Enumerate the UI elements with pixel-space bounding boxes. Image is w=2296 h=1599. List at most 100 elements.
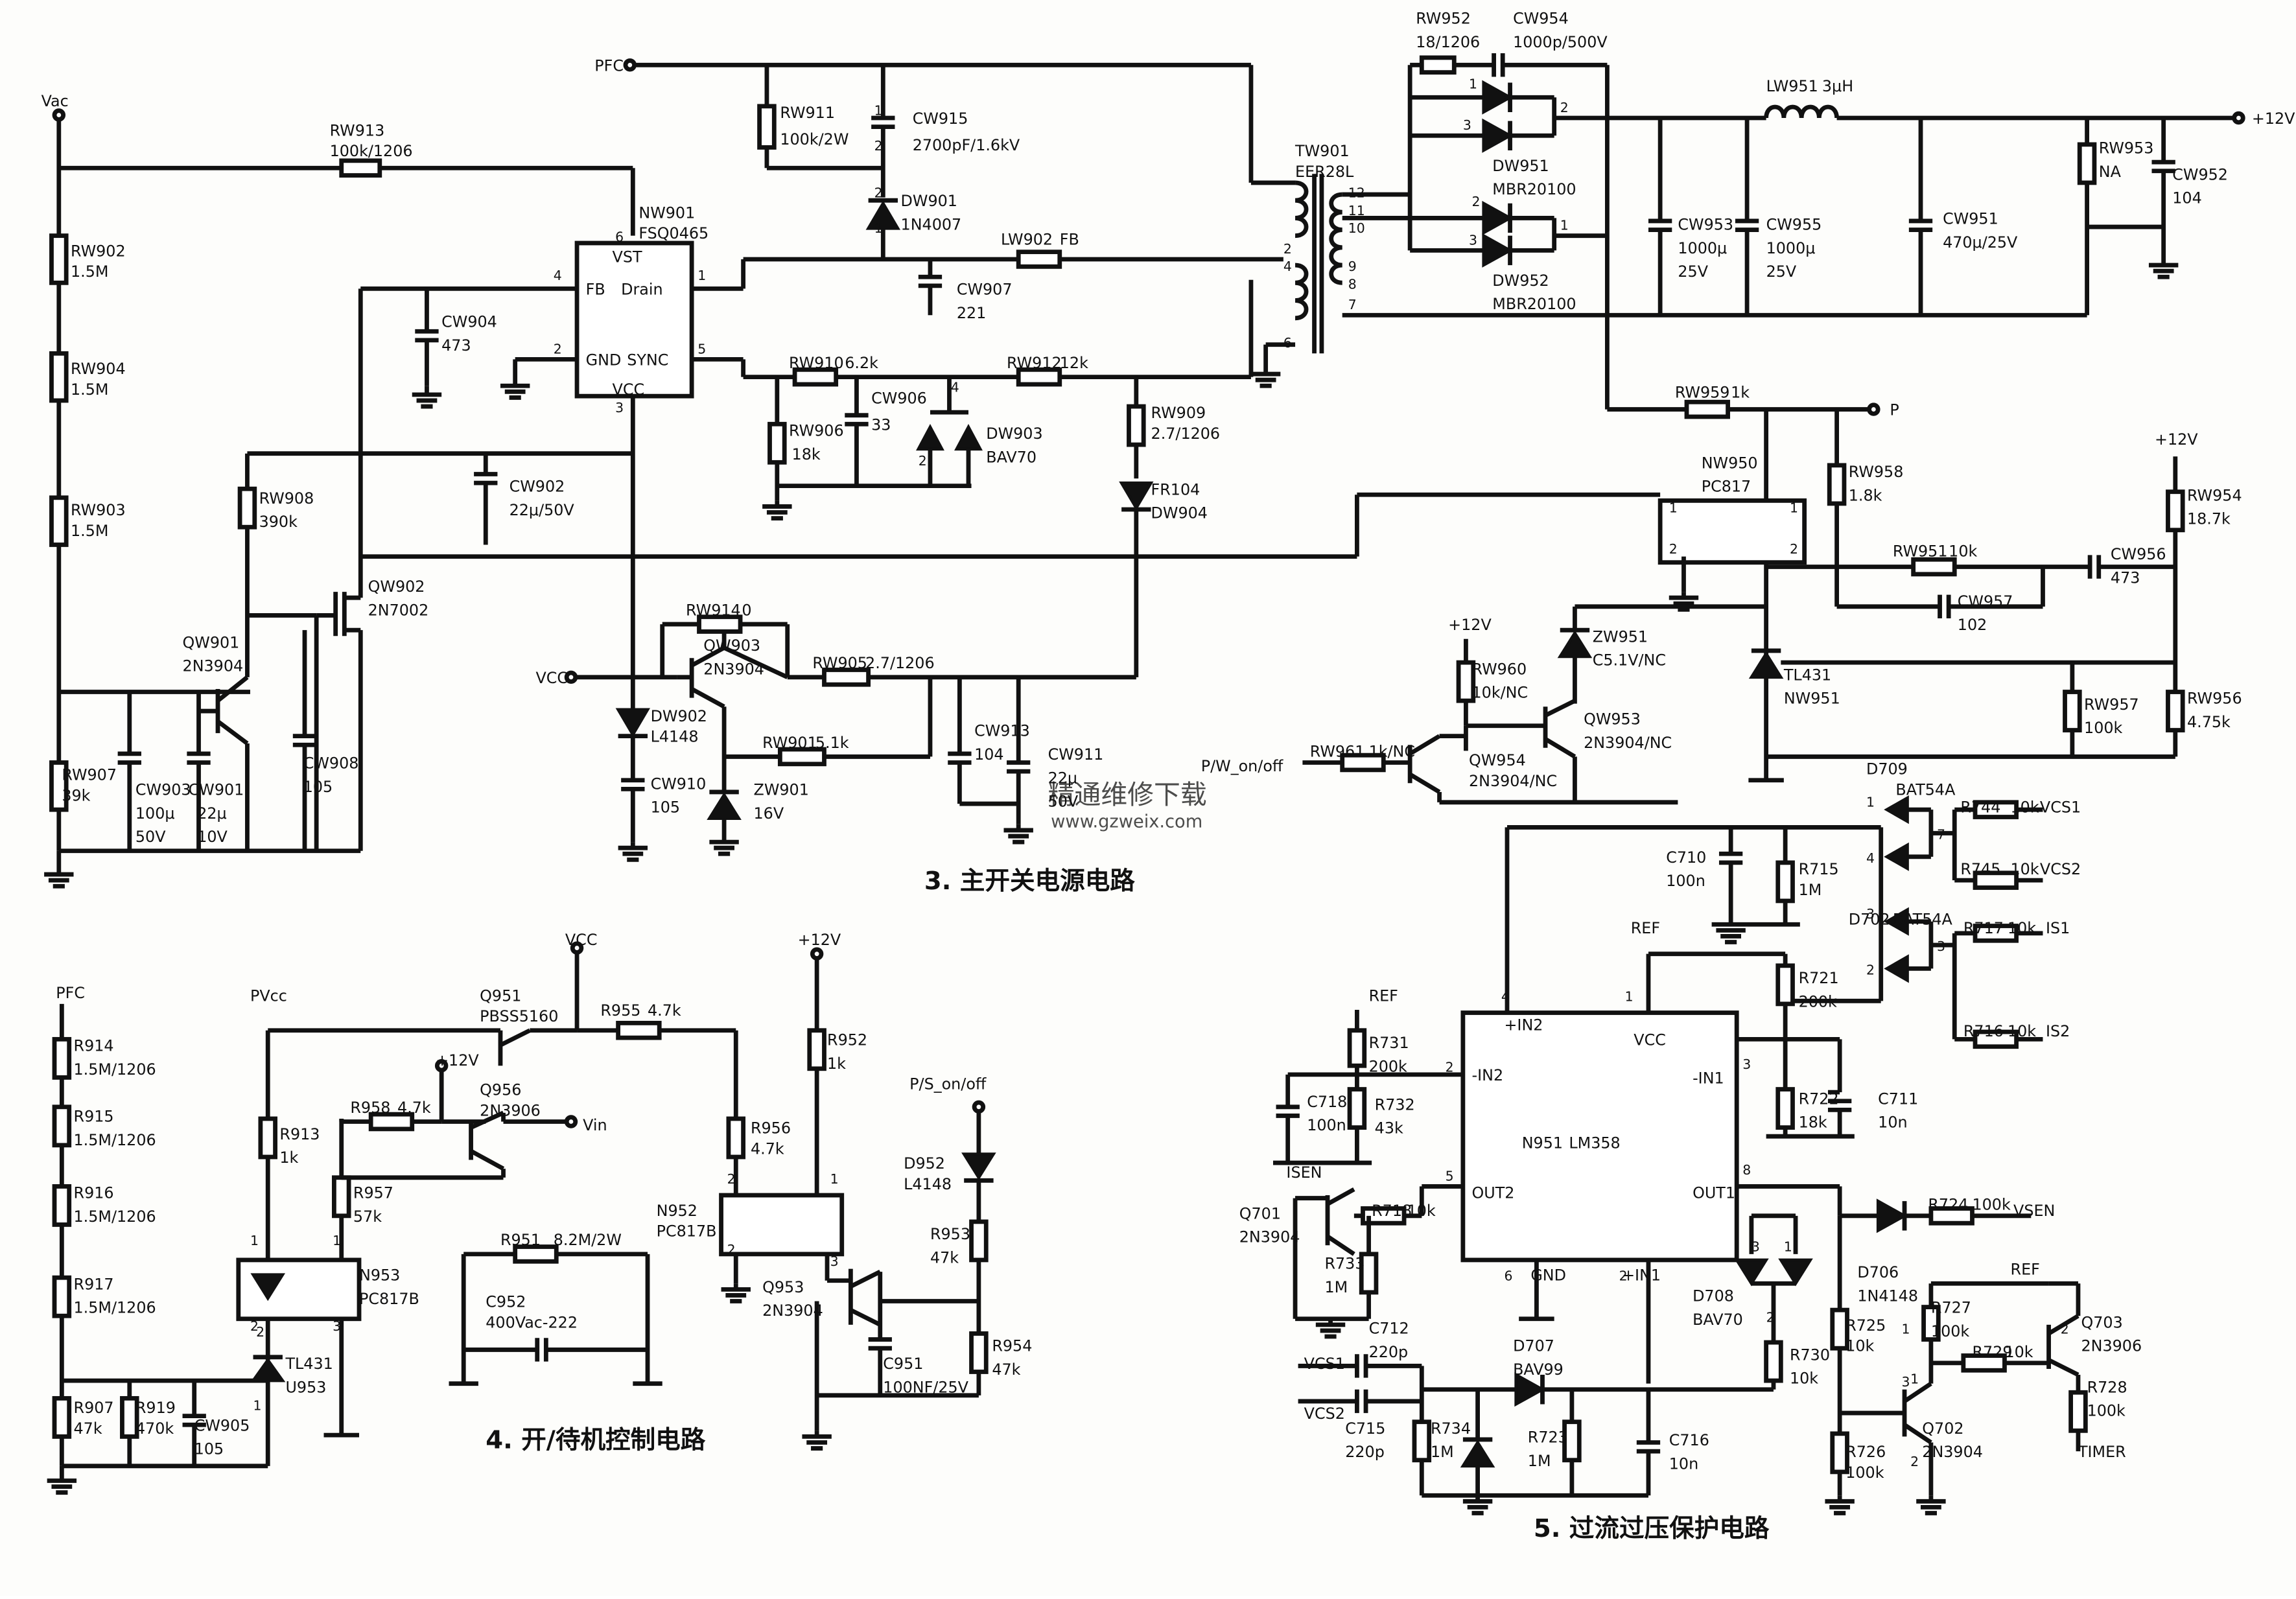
pin-number: 6	[615, 229, 624, 245]
component-label: MBR20100	[1492, 295, 1576, 313]
component-label: D706	[1857, 1263, 1899, 1281]
component-label: VCC	[613, 380, 645, 399]
component-label: 4.7k	[751, 1139, 784, 1158]
component-label: 1k	[1731, 383, 1750, 401]
component-label: N952	[657, 1202, 697, 1220]
component-label: RW959	[1675, 383, 1730, 401]
component-label: CW952	[2172, 165, 2228, 183]
component-label: 1.5M	[71, 522, 108, 540]
component-label: 104	[2172, 189, 2201, 207]
component-label: U953	[285, 1378, 326, 1396]
component-label: 200k	[1799, 992, 1837, 1010]
component-label: 10k	[1845, 1337, 1874, 1355]
pin-number: 1	[333, 1233, 341, 1248]
component-label: 33	[871, 415, 891, 434]
pin-number: 4	[951, 379, 959, 395]
component-label: 200k	[1369, 1057, 1407, 1075]
component-label: 16V	[754, 804, 784, 823]
component-label: 2N3904	[1922, 1443, 1983, 1461]
component-label: N951	[1522, 1134, 1563, 1152]
component-label: 2.7/1206	[865, 654, 935, 672]
pin-number: 2	[919, 453, 927, 469]
component-label: P/W_on/off	[1201, 757, 1283, 775]
pin-number: 2	[874, 138, 883, 154]
component-label: C951	[883, 1355, 923, 1373]
pin-number: 2	[1910, 1454, 1919, 1469]
pin-number: 2	[250, 1318, 259, 1334]
component-label: TL431	[1783, 666, 1831, 684]
component-label: 470k	[135, 1419, 174, 1438]
component-label: 2N3906	[480, 1101, 541, 1119]
component-label: RW912	[1007, 354, 1062, 372]
component-label: 10n	[1878, 1114, 1907, 1132]
component-label: 220p	[1369, 1343, 1409, 1361]
pin-number: 9	[1348, 259, 1357, 274]
component-label: 22μ	[1048, 769, 1077, 787]
component-label: IS2	[2046, 1022, 2070, 1040]
component-label: 473	[441, 336, 471, 355]
component-label: 10n	[1669, 1454, 1698, 1473]
component-label: R729	[1972, 1343, 2012, 1361]
pin-number: 7	[1937, 827, 1945, 843]
component-label: C710	[1666, 848, 1706, 867]
pin-number: 3	[1866, 906, 1875, 922]
component-label: VCS1	[2040, 799, 2081, 817]
component-label: R733	[1324, 1255, 1365, 1273]
pin-number: 2	[1472, 194, 1481, 209]
component-label: PC817B	[657, 1222, 717, 1241]
component-label: P	[1890, 401, 1899, 419]
component-label: LW902	[1001, 230, 1053, 248]
section-title: 5. 过流过压保护电路	[1534, 1514, 1770, 1543]
component-label: QW902	[368, 578, 425, 596]
component-label: 3μH	[1822, 77, 1853, 95]
component-label: 4.7k	[397, 1099, 431, 1117]
component-label: REF	[1369, 986, 1398, 1005]
component-label: 2N3904	[1239, 1228, 1300, 1246]
component-label: PFC	[56, 984, 85, 1002]
component-label: R956	[751, 1119, 791, 1138]
component-label: NW901	[638, 204, 695, 222]
component-label: Q956	[480, 1081, 521, 1099]
component-label: CW905	[194, 1416, 250, 1434]
pin-number: 1	[874, 220, 883, 236]
component-label: NW950	[1702, 454, 1758, 472]
component-label: +IN2	[1504, 1016, 1543, 1034]
component-label: R717	[1963, 919, 2004, 937]
pin-number: 2	[874, 185, 883, 201]
component-label: QW901	[183, 633, 240, 651]
component-label: R728	[2087, 1378, 2127, 1396]
pin-number: 2	[256, 1324, 264, 1340]
pin-number: 3	[1742, 1056, 1751, 1072]
component-label: R958	[350, 1099, 390, 1117]
component-label: -IN2	[1472, 1066, 1504, 1084]
pin-number: 1	[1784, 1239, 1792, 1254]
component-label: RW958	[1849, 463, 1904, 481]
component-label: L4148	[651, 728, 699, 746]
component-label: 1N4007	[901, 216, 962, 234]
component-label: CW915	[913, 110, 968, 128]
component-label: 105	[651, 799, 680, 817]
component-label: RW913	[330, 121, 385, 139]
component-label: 2N3904	[183, 657, 244, 675]
component-label: 10k	[2011, 799, 2039, 817]
component-label: 2N3904/NC	[1584, 734, 1672, 752]
component-label: 1M	[1528, 1452, 1551, 1470]
pin-number: 2	[1560, 100, 1569, 115]
component-label: MBR20100	[1492, 180, 1576, 198]
component-label: 47k	[74, 1419, 102, 1438]
component-label: DW952	[1492, 272, 1549, 290]
component-label: Q953	[762, 1278, 804, 1296]
component-label: 1M	[1324, 1278, 1348, 1296]
component-label: TL431	[285, 1355, 333, 1373]
component-label: R722	[1799, 1090, 1839, 1108]
component-label: R730	[1790, 1346, 1830, 1364]
component-label: 1.5M	[71, 380, 108, 399]
component-label: R907	[74, 1399, 114, 1417]
component-label: CW913	[974, 722, 1030, 740]
component-label: FR104	[1151, 480, 1201, 498]
component-label: D952	[904, 1154, 945, 1173]
component-label: PFC	[594, 56, 624, 75]
component-label: C716	[1669, 1431, 1709, 1449]
component-label: 25V	[1678, 263, 1708, 281]
